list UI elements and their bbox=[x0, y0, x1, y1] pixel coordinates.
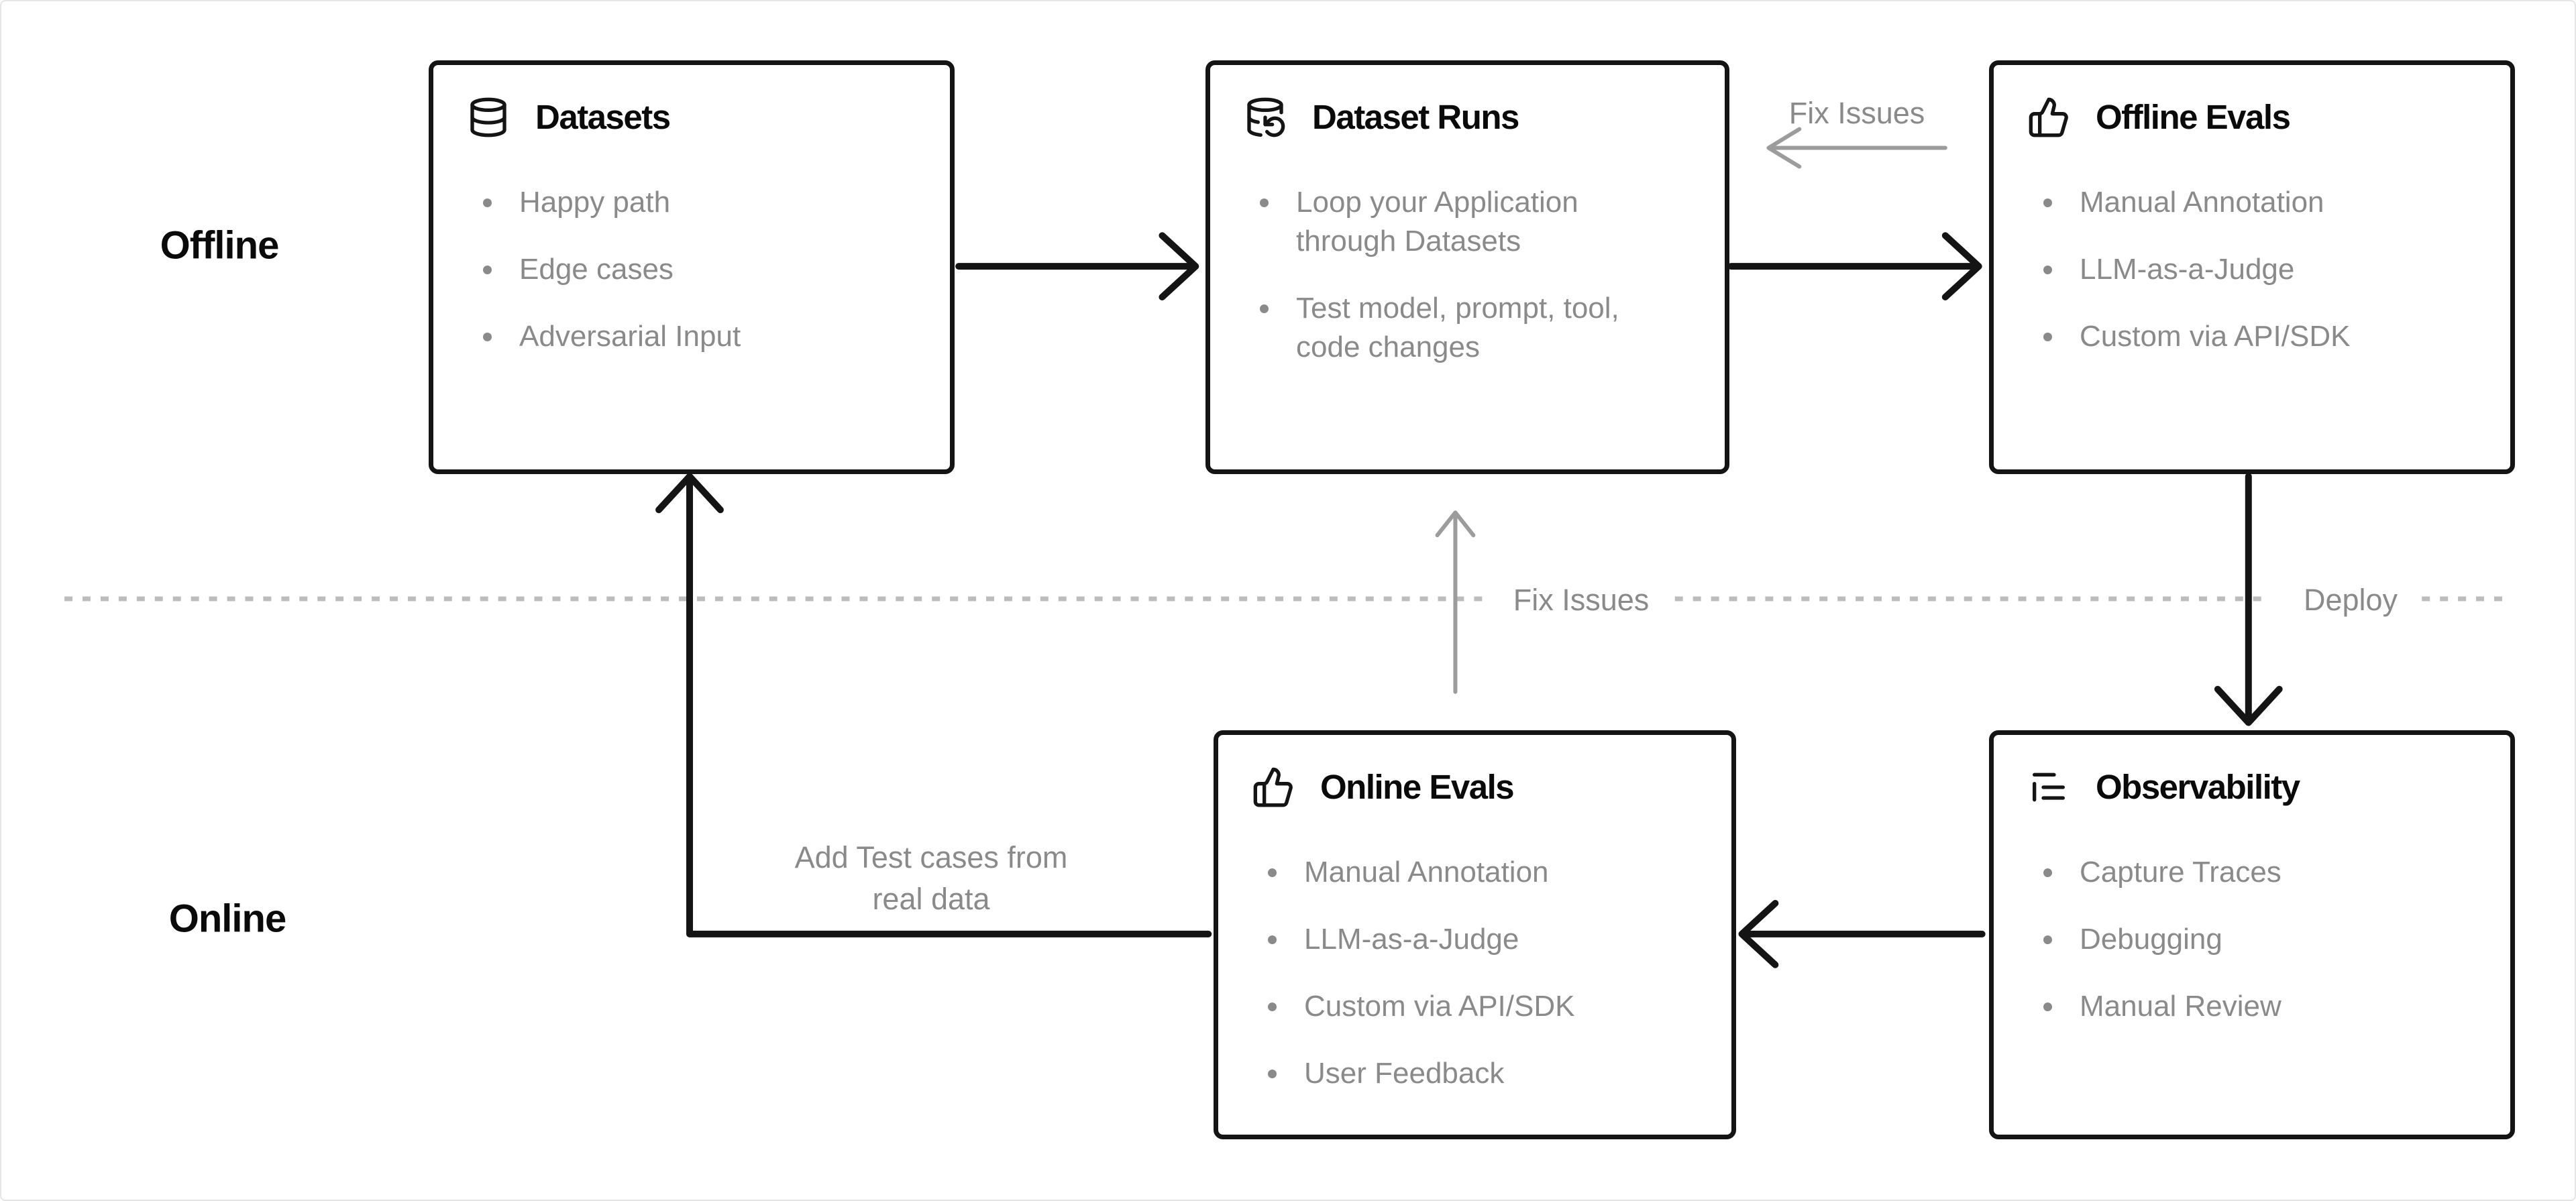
fix-issues-top-label: Fix Issues bbox=[1788, 95, 1925, 130]
box-header: Online Evals bbox=[1252, 766, 1698, 809]
thumbs-up-icon bbox=[1252, 766, 1295, 809]
thumbs-up-icon bbox=[2027, 96, 2070, 139]
list-item: Custom via API/SDK bbox=[1267, 987, 1680, 1026]
list-item: Capture Traces bbox=[2042, 853, 2455, 892]
box-header: Dataset Runs bbox=[1244, 96, 1691, 139]
list-item: LLM-as-a-Judge bbox=[1267, 920, 1680, 959]
arrow-fix-issues-offline bbox=[1766, 127, 1947, 169]
add-test-cases-label: Add Test cases from real data bbox=[794, 840, 1068, 916]
list-item: Adversarial Input bbox=[482, 317, 895, 356]
dataset-runs-box: Dataset Runs Loop your Application throu… bbox=[1205, 60, 1729, 474]
arrow-online-evals-to-datasets-loop bbox=[655, 473, 1212, 937]
box-header: Datasets bbox=[467, 96, 916, 139]
list-item: LLM-as-a-Judge bbox=[2042, 250, 2455, 289]
arrow-datasets-to-dataset-runs bbox=[955, 232, 1199, 301]
online-lane-label: Online bbox=[168, 897, 286, 941]
arrow-observability-to-online-evals bbox=[1738, 900, 1986, 968]
arrow-offline-evals-to-observability-deploy bbox=[2214, 473, 2283, 726]
box-title: Datasets bbox=[535, 97, 671, 136]
list-item: Test model, prompt, tool, code changes bbox=[1258, 289, 1672, 367]
box-title: Online Evals bbox=[1320, 767, 1515, 806]
box-title: Dataset Runs bbox=[1312, 97, 1519, 136]
list-item: Debugging bbox=[2042, 920, 2455, 959]
arrow-dataset-runs-to-offline-evals bbox=[1727, 232, 1982, 301]
list-item: Manual Annotation bbox=[1267, 853, 1680, 892]
list-item: Edge cases bbox=[482, 250, 895, 289]
arrow-fix-issues-online bbox=[1435, 510, 1476, 694]
list-item: User Feedback bbox=[1267, 1054, 1680, 1093]
logs-icon bbox=[2027, 766, 2070, 809]
deploy-label: Deploy bbox=[2286, 579, 2416, 622]
list-item: Manual Annotation bbox=[2042, 183, 2455, 222]
list-item: Manual Review bbox=[2042, 987, 2455, 1026]
fix-issues-mid-label: Fix Issues bbox=[1495, 579, 1667, 622]
box-header: Observability bbox=[2027, 766, 2477, 809]
list-item: Custom via API/SDK bbox=[2042, 317, 2455, 356]
list-item: Happy path bbox=[482, 183, 895, 222]
box-title: Offline Evals bbox=[2096, 97, 2291, 136]
database-loop-icon bbox=[1244, 96, 1287, 139]
offline-lane-label: Offline bbox=[160, 223, 280, 268]
list-item: Loop your Application through Datasets bbox=[1258, 183, 1672, 261]
box-title: Observability bbox=[2096, 767, 2300, 806]
box-header: Offline Evals bbox=[2027, 96, 2477, 139]
database-icon bbox=[467, 96, 510, 139]
